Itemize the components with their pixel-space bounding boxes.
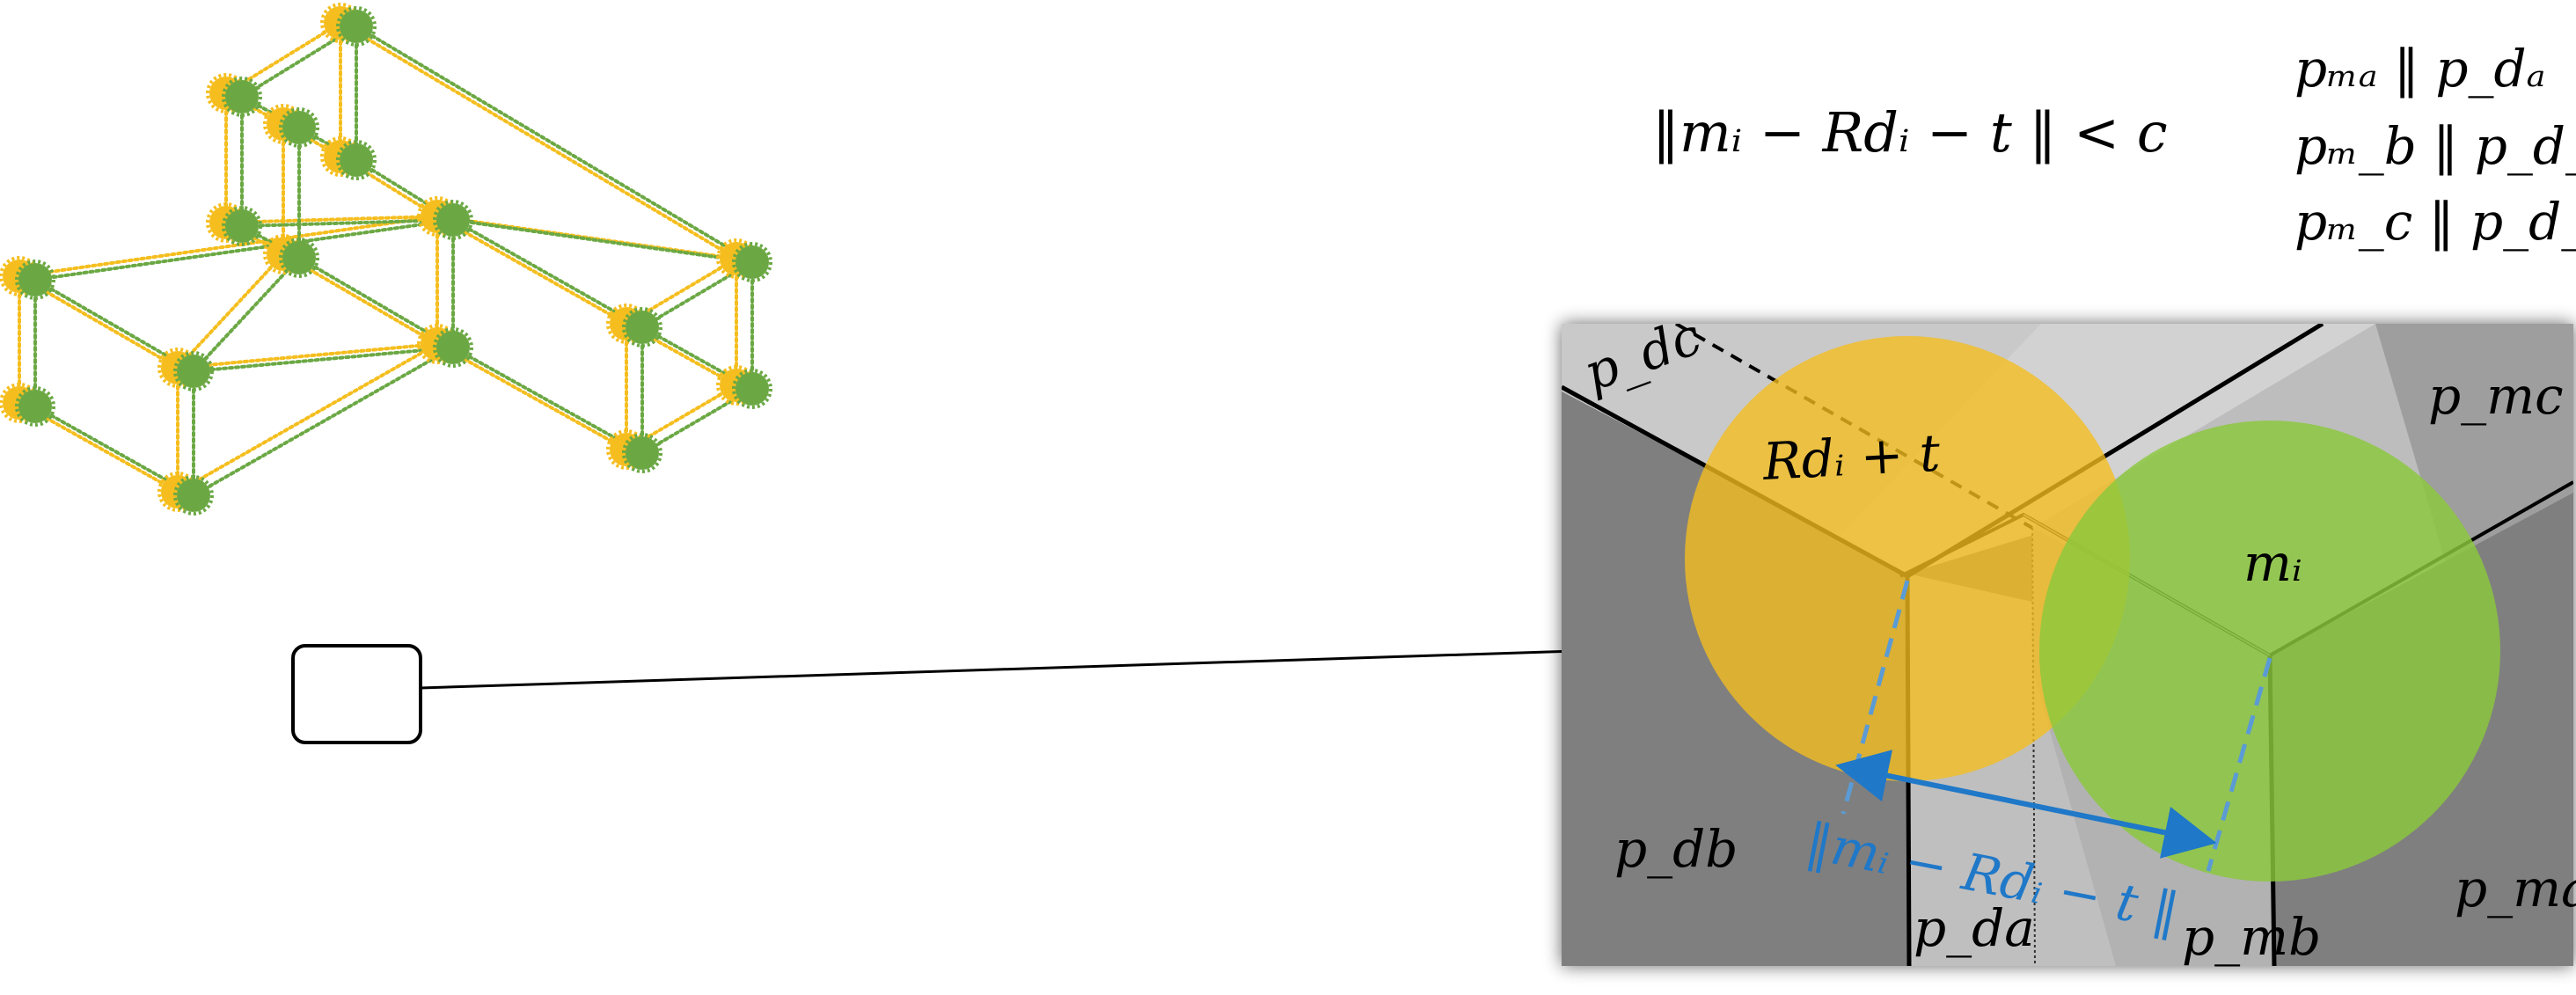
transformed-point-circle xyxy=(1685,336,2130,781)
data-edge xyxy=(176,252,285,369)
model-vertex xyxy=(336,140,377,180)
model-point-label: mᵢ xyxy=(2243,533,2302,593)
model-edge xyxy=(192,346,455,497)
model-vertex xyxy=(15,386,55,427)
data-edge xyxy=(435,342,628,451)
zoom-connector-line xyxy=(420,649,1576,690)
model-edge xyxy=(451,346,644,455)
model-vertex xyxy=(173,351,214,391)
model-edge xyxy=(33,218,455,282)
transformed-point-label: Rdᵢ + t xyxy=(1760,423,1942,493)
model-edge xyxy=(192,346,455,373)
data-edge xyxy=(176,342,439,494)
model-edge xyxy=(451,218,644,329)
parallel-formula-a: pₘₐ ‖ p_dₐ xyxy=(2294,39,2545,99)
data-edge xyxy=(339,21,738,260)
model-vertex xyxy=(15,260,55,300)
model-vertex xyxy=(732,369,772,409)
plane-label-pda: p_da xyxy=(1914,898,2035,958)
data-edge xyxy=(176,342,439,369)
data-edge xyxy=(435,215,628,326)
plane-label-pdb: p_db xyxy=(1614,819,1738,879)
plane-label-pma: p_ma xyxy=(2455,859,2576,918)
zoom-box xyxy=(291,644,422,744)
parallel-formula-c: pₘ_c ‖ p_d_c xyxy=(2294,192,2576,252)
model-vertex xyxy=(279,107,319,148)
plane-label-pmc: p_mc xyxy=(2428,366,2564,426)
model-vertex xyxy=(336,6,377,47)
model-edge xyxy=(451,218,754,264)
distance-condition-formula: ‖mᵢ − Rdᵢ − t ‖ < c xyxy=(1652,100,2168,165)
model-edge xyxy=(192,256,301,373)
model-vertex xyxy=(622,433,662,473)
model-vertex xyxy=(279,238,319,278)
model-point-circle xyxy=(2039,421,2500,882)
data-wireframe-edges xyxy=(18,21,738,494)
data-edge xyxy=(18,215,439,278)
wireframe-vertices xyxy=(0,3,772,516)
parallel-formula-b: pₘ_b ‖ p_d_b xyxy=(2294,116,2576,176)
model-edge xyxy=(355,25,754,264)
model-vertex xyxy=(433,327,473,368)
detail-planes xyxy=(1562,324,2573,966)
model-vertex xyxy=(222,206,262,246)
model-vertex xyxy=(622,307,662,348)
model-vertex xyxy=(732,242,772,282)
model-wireframe-edges xyxy=(33,25,754,497)
model-vertex xyxy=(173,475,214,516)
model-vertex xyxy=(433,200,473,240)
distance-arrow xyxy=(1835,750,2217,859)
model-vertex xyxy=(222,77,262,117)
plane-label-pmb: p_mb xyxy=(2182,907,2321,967)
